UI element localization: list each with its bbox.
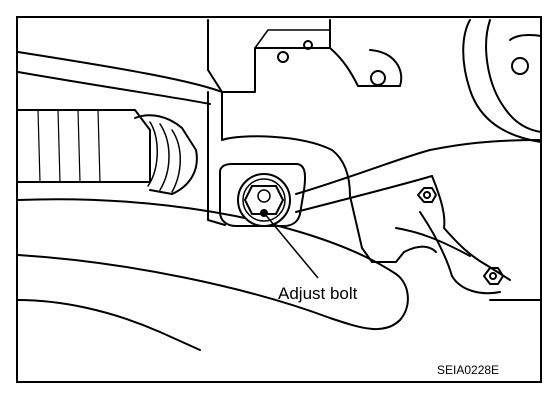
cross-bar-top xyxy=(295,139,542,195)
bracket-hole-2 xyxy=(303,40,313,50)
figure-code: SEIA0228E xyxy=(437,363,499,377)
rubber-boot xyxy=(134,114,198,195)
line-drawing xyxy=(17,19,542,351)
shock-body xyxy=(17,109,151,183)
hub-center xyxy=(511,57,529,75)
lower-link-bottom xyxy=(17,254,401,331)
hub-outline xyxy=(462,19,542,143)
bracket-hole-1 xyxy=(277,51,289,63)
adjust-bolt xyxy=(237,173,291,227)
right-lower-bracket xyxy=(431,175,511,281)
knuckle-hole xyxy=(370,70,386,86)
cam-plate xyxy=(219,163,306,227)
strut-bottom-edge xyxy=(17,71,211,105)
bolt-hex-head xyxy=(243,185,285,215)
lower-right-nut xyxy=(483,267,504,285)
knuckle-boss xyxy=(329,47,403,87)
lower-link-end xyxy=(395,273,409,321)
callout-leader xyxy=(263,212,319,279)
callout-label: Adjust bolt xyxy=(278,284,358,303)
cross-bar-bottom xyxy=(295,175,433,213)
strut-top-edge xyxy=(17,51,223,93)
upper-right-nut xyxy=(417,187,437,203)
